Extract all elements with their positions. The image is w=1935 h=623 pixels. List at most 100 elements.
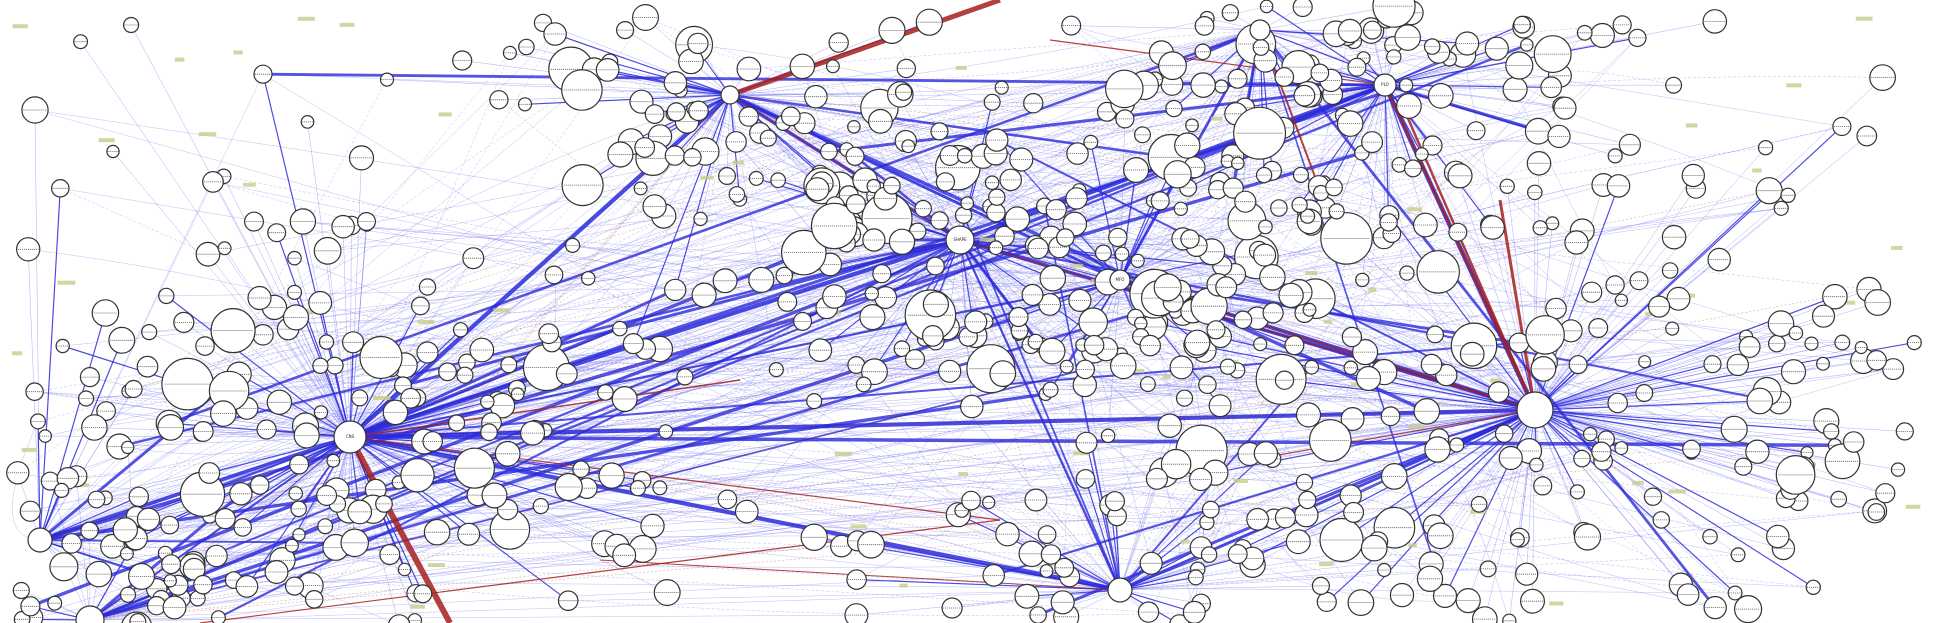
web-edge-curved [89, 494, 478, 621]
graph-node [40, 471, 60, 491]
graph-node [1788, 325, 1804, 341]
web-edge [1119, 548, 1243, 591]
web-edge [1119, 312, 1274, 591]
graph-node-circle [1270, 199, 1288, 217]
graph-node [1078, 307, 1108, 337]
hub-link [958, 239, 1122, 591]
graph-node-circle [1746, 387, 1774, 415]
graph-node [845, 194, 867, 215]
graph-node [1525, 315, 1565, 355]
graph-node-circle [1864, 289, 1892, 316]
graph-node [1130, 253, 1145, 268]
graph-node [163, 574, 177, 588]
graph-node [538, 323, 560, 345]
spoke-edge [307, 121, 351, 438]
spoke-edge [1384, 84, 1477, 131]
graph-node [210, 308, 256, 354]
edge-label-tag [174, 57, 185, 62]
hub-node-circle [1107, 577, 1133, 603]
graph-node [894, 83, 913, 101]
graph-node [304, 589, 324, 609]
graph-node [1576, 24, 1593, 41]
graph-node [1569, 484, 1586, 500]
spoke-edge [349, 436, 355, 543]
graph-node [864, 286, 880, 301]
spoke-edge [39, 539, 129, 596]
graph-node [847, 120, 861, 134]
graph-node [290, 500, 307, 518]
spoke-edge-strong [276, 232, 351, 438]
web-edge [1093, 321, 1736, 594]
graph-node [1233, 106, 1287, 160]
web-edge-curved [1194, 409, 1536, 613]
graph-node [1568, 355, 1588, 375]
hub-node-h2 [720, 85, 740, 105]
graph-node [1169, 355, 1194, 380]
graph-node [988, 240, 1004, 256]
edge-label-tag [1752, 168, 1762, 173]
graph-node-circle [878, 16, 906, 44]
graph-node-circle [388, 614, 411, 623]
graph-node [748, 170, 764, 186]
graph-node-circle [124, 379, 143, 399]
graph-node [1811, 304, 1836, 328]
graph-node [1200, 546, 1218, 563]
graph-node-circle [326, 453, 341, 468]
graph-node [1466, 121, 1486, 141]
graph-node [1614, 293, 1629, 307]
graph-node-circle [1056, 228, 1075, 247]
graph-node [1075, 469, 1096, 489]
graph-node [1059, 359, 1074, 374]
graph-node-circle [938, 359, 962, 383]
graph-node [124, 379, 143, 399]
graph-node [357, 212, 377, 232]
graph-node-circle [210, 308, 256, 354]
graph-node [1252, 243, 1277, 267]
graph-node [564, 237, 581, 253]
graph-node [1337, 18, 1363, 44]
graph-node [1745, 439, 1770, 464]
edge-label-tag [1668, 489, 1686, 494]
graph-node [119, 586, 137, 603]
graph-node [1607, 148, 1623, 164]
web-edge-curved [582, 184, 961, 241]
graph-node-circle [1361, 131, 1384, 154]
strong-edge [168, 28, 1261, 425]
web-edge [281, 545, 842, 560]
graph-node-circle [407, 613, 423, 623]
graph-node [182, 557, 206, 581]
graph-node [866, 178, 881, 194]
graph-node-circle [289, 208, 317, 235]
graph-node [984, 175, 1000, 190]
web-edge-curved [1384, 84, 1428, 412]
graph-node [1502, 613, 1517, 623]
web-edge-curved [1163, 472, 1195, 613]
graph-node [108, 326, 136, 354]
graph-node [728, 186, 746, 203]
graph-node [202, 170, 224, 193]
graph-node [780, 229, 827, 276]
graph-node [1188, 467, 1213, 492]
edge-label-tag [1408, 543, 1417, 548]
highlight-edge-thin [89, 312, 1305, 621]
graph-node [452, 322, 469, 338]
graph-node [1341, 326, 1363, 348]
graph-node [61, 533, 82, 554]
graph-node [249, 475, 270, 495]
web-edge [821, 84, 1386, 187]
graph-node-circle [1319, 517, 1364, 563]
spoke-edge-strong [554, 33, 731, 96]
graph-node [930, 211, 949, 230]
graph-node [725, 131, 747, 153]
graph-node [1137, 601, 1160, 623]
graph-node [247, 285, 272, 311]
graph-node [489, 90, 509, 110]
graph-node [129, 613, 147, 623]
graph-node [112, 517, 139, 543]
spoke-edge [1534, 328, 1673, 411]
graph-node [1449, 437, 1465, 453]
graph-node-circle [1416, 565, 1444, 593]
graph-node [893, 340, 911, 357]
hub-node-h10 [27, 527, 53, 553]
graph-node-circle [1208, 394, 1232, 418]
